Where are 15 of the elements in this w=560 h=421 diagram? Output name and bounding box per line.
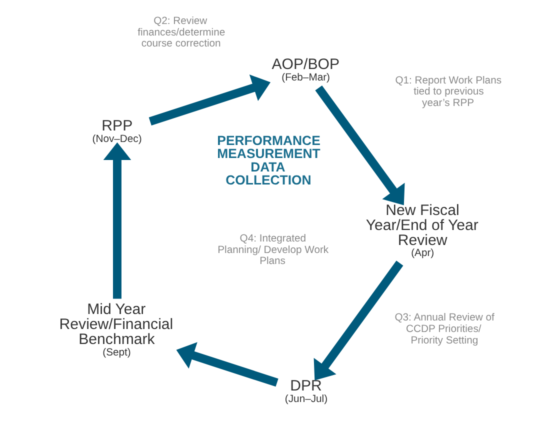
node-text: AOP/BOP (Feb–Mar): [272, 56, 340, 84]
arrow: [315, 85, 405, 206]
node-text: New Fiscal Year/End of Year Review (Apr): [366, 202, 478, 260]
arrow: [176, 342, 278, 387]
node-text: Mid Year Review/Financial Benchmark (Sept): [59, 301, 174, 358]
node-text: RPP (Nov–Dec): [92, 118, 142, 145]
arrow: [103, 142, 132, 299]
label: Q4: Integrated Planning/ Develop Work Plans: [218, 234, 329, 268]
arrow: [314, 260, 404, 380]
node-text: DPR (Jun–Jul): [284, 377, 328, 405]
label: Q1: Report Work Plans tied to previous year’s RPP: [395, 75, 502, 109]
label: PERFORMANCE MEASUREMENT DATA COLLECTION: [217, 132, 320, 188]
label: Q2: Review finances/determine course correction: [138, 16, 226, 50]
label: Q3: Annual Review of CCDP Priorities/ Priority Setting: [394, 312, 494, 346]
arrow: [148, 74, 270, 126]
